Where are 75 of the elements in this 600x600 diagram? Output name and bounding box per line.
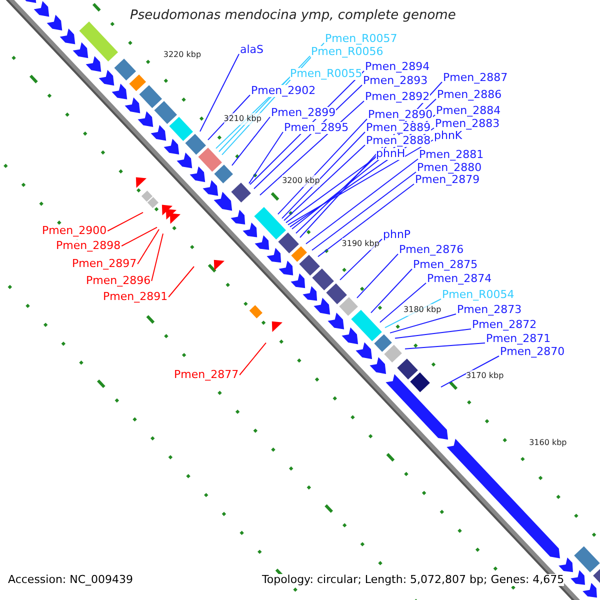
gene-label: phnP — [383, 229, 411, 241]
gene-label: Pmen_2873 — [457, 304, 522, 316]
scale-label: 3210 kbp — [224, 113, 262, 126]
gene-label: Pmen_R0057 — [325, 33, 398, 45]
gene-label: Pmen_2889 — [366, 122, 431, 134]
gene-label: Pmen_2879 — [415, 174, 480, 186]
gene-label: Pmen_2886 — [437, 89, 502, 101]
gene-label: Pmen_2883 — [435, 118, 500, 130]
leader-line — [121, 226, 158, 246]
leader-line — [107, 212, 144, 232]
gene-label: Pmen_R0054 — [442, 289, 514, 301]
leader-line — [288, 140, 434, 226]
gene-label: Pmen_2880 — [417, 162, 482, 174]
gene-label: Pmen_2896 — [86, 275, 151, 287]
scale-label: 3190 kbp — [342, 238, 380, 250]
leader-line — [390, 314, 456, 334]
leader-line — [356, 254, 398, 298]
gene-label: Pmen_2887 — [443, 72, 508, 84]
leader-line — [168, 266, 194, 298]
leader-line — [404, 342, 486, 350]
gene-label: Pmen_2890 — [368, 109, 433, 121]
gene-label: Pmen_2876 — [399, 244, 464, 256]
leader-line — [248, 132, 284, 184]
scale-label: 3180 kbp — [404, 304, 442, 316]
gene-label: alaS — [240, 44, 264, 56]
gene-label: Pmen_2898 — [56, 240, 121, 252]
leader-line — [384, 298, 442, 328]
gene-label: Pmen_2874 — [427, 273, 492, 285]
scale-label: 3200 kbp — [282, 175, 320, 188]
leader-line — [137, 228, 160, 264]
leader-line — [318, 184, 414, 258]
gene-label: Pmen_2899 — [271, 107, 336, 119]
leader-line — [380, 282, 426, 323]
leader-line — [208, 94, 250, 140]
gene-label: phnK — [434, 130, 462, 142]
leader-line — [312, 172, 416, 251]
leader-line — [284, 144, 366, 222]
gene-label: Pmen_2900 — [42, 225, 107, 237]
leader-line — [286, 158, 376, 224]
gene-label: Pmen_R0056 — [311, 46, 384, 58]
leader-line — [370, 268, 412, 314]
accession-text: Accession: NC_009439 — [8, 574, 134, 586]
gene-label: Pmen_2875 — [413, 259, 478, 271]
leader-line — [306, 158, 418, 244]
gene-label: Pmen_2891 — [103, 291, 168, 303]
leader-line — [440, 356, 500, 388]
leader-line — [282, 132, 366, 219]
leader-line — [340, 238, 382, 280]
gene-label: Pmen_2881 — [419, 149, 484, 161]
gene-label: Pmen_2894 — [365, 61, 430, 73]
gene-label: Pmen_2893 — [363, 75, 428, 87]
gene-label: Pmen_2892 — [365, 91, 430, 103]
gene-label: phnH — [376, 148, 406, 160]
leader-line — [232, 116, 270, 166]
leader-line — [239, 342, 266, 376]
gene-label: Pmen_2902 — [251, 85, 316, 97]
leader-line — [151, 233, 164, 282]
leader-line — [260, 100, 364, 196]
gene-label: Pmen_2872 — [472, 319, 537, 331]
leader-line — [394, 328, 472, 339]
leader-line — [200, 54, 240, 132]
gene-label: Pmen_2884 — [436, 105, 501, 117]
leader-line — [278, 118, 368, 215]
gene-label: Pmen_2871 — [486, 333, 551, 345]
genome-info-text: Topology: circular; Length: 5,072,807 bp; Genes: 4,675 — [262, 574, 564, 586]
scale-label: 3160 kbp — [529, 436, 567, 449]
gene-label: Pmen_2897 — [72, 258, 137, 270]
scale-label: 3220 kbp — [163, 49, 202, 62]
gene-label: Pmen_2888 — [366, 135, 431, 147]
gene-label: Pmen_2895 — [284, 122, 349, 134]
gene-label: Pmen_2877 — [174, 369, 239, 381]
gene-label: Pmen_R0055 — [290, 68, 362, 80]
scale-label: 3170 kbp — [466, 370, 504, 382]
map-title: Pseudomonas mendocina ymp, complete genome — [130, 10, 456, 22]
gene-label: Pmen_2870 — [500, 346, 565, 358]
